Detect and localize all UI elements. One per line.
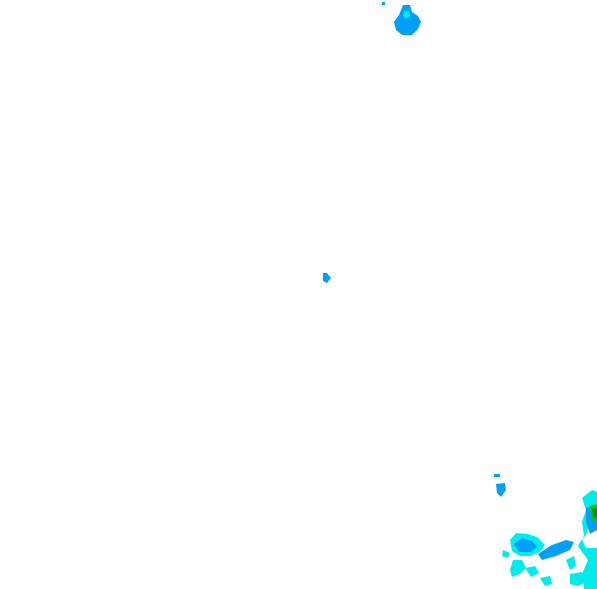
echo-blob xyxy=(538,540,574,560)
echo-blob xyxy=(510,560,526,577)
echo-blob xyxy=(394,5,421,35)
echo-pixel xyxy=(382,2,385,5)
echo-blob xyxy=(525,566,539,577)
echo-blob xyxy=(570,572,586,586)
echo-blob xyxy=(502,550,510,558)
echo-cell-center xyxy=(323,273,331,283)
echo-cell-southeast-cluster xyxy=(494,474,597,589)
echo-blob xyxy=(540,576,552,586)
echo-pixel xyxy=(494,474,500,477)
echo-blob xyxy=(514,538,537,552)
echo-cell-southeast-edge xyxy=(590,504,597,522)
echo-blob xyxy=(496,483,506,497)
echo-blob-core xyxy=(403,11,410,19)
echo-blob xyxy=(566,556,576,570)
echo-blob xyxy=(323,273,331,283)
echo-blob-core xyxy=(592,508,597,518)
echo-cell-north xyxy=(382,2,421,35)
